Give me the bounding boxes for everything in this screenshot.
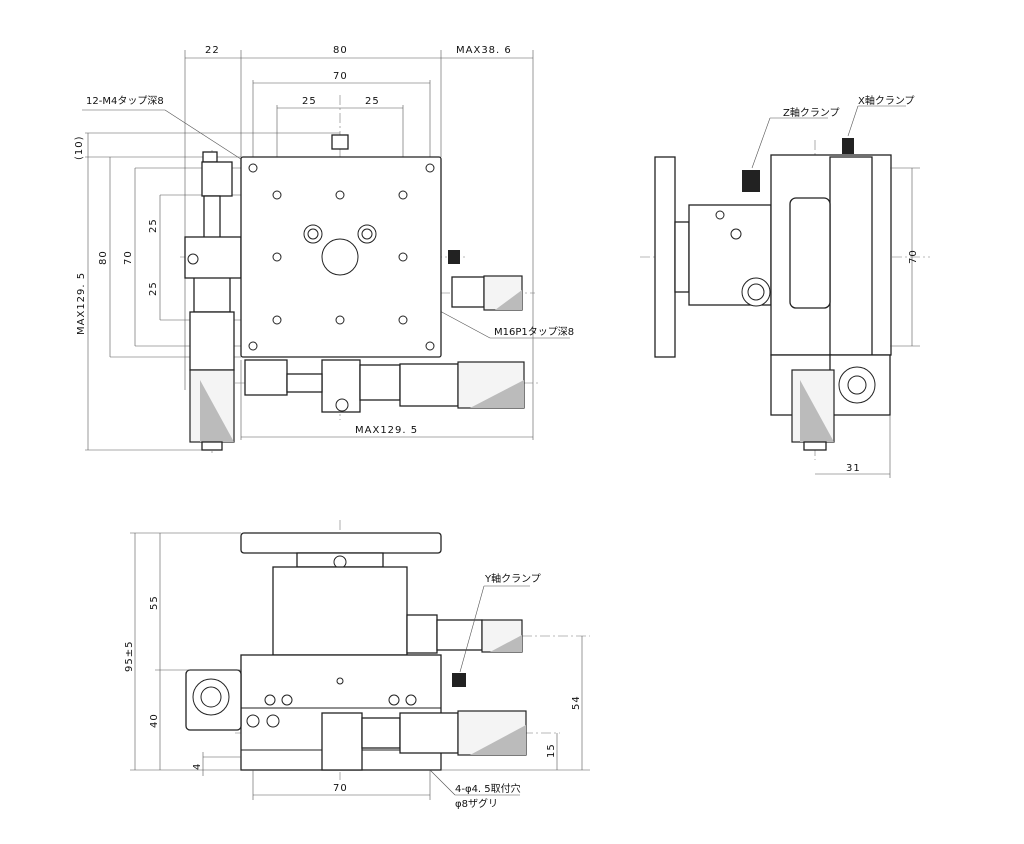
note-x-clamp: X軸クランプ (858, 94, 915, 107)
dim-70-side: 70 (908, 249, 919, 264)
dim-max129-5-v: MAX129. 5 (76, 272, 87, 335)
x-carriage-block (244, 359, 288, 396)
dim-4: 4 (192, 763, 203, 770)
note-center-tap: M16P1タップ深8 (494, 326, 574, 338)
x-axis-bottom-micrometer[interactable] (286, 361, 525, 409)
dim-54: 54 (571, 695, 582, 710)
dim-55: 55 (149, 595, 160, 610)
dim-10: (10) (74, 135, 85, 160)
dim-25-b: 25 (365, 96, 380, 107)
front-top-plate (240, 532, 442, 554)
dim-80-top: 80 (333, 45, 348, 56)
note-mount-holes: 4-φ4. 5取付穴 (455, 782, 521, 795)
center-tap-hole (321, 238, 359, 276)
front-x-micrometer[interactable] (361, 710, 527, 756)
z-clamp-knob[interactable] (331, 134, 349, 150)
note-tap-holes: 12-M4タップ深8 (86, 95, 164, 107)
note-counterbore: φ8ザグリ (455, 797, 498, 810)
dim-22: 22 (205, 45, 220, 56)
y-axis-micrometer[interactable] (189, 151, 235, 451)
x-axis-micrometer[interactable] (448, 250, 523, 311)
dim-40: 40 (149, 713, 160, 728)
side-top-plate (654, 156, 676, 358)
front-y-micrometer[interactable] (406, 614, 523, 654)
dim-25-a: 25 (302, 96, 317, 107)
note-z-clamp: Z軸クランプ (783, 106, 840, 119)
lock-screw-icon (187, 253, 199, 265)
dim-95: 95±5 (124, 641, 135, 672)
top-view: 22 80 MAX38. 6 70 25 25 12-M4タップ深8 M16P1… (74, 45, 574, 455)
dim-25-d: 25 (148, 281, 159, 296)
x-clamp-knob-side[interactable] (842, 138, 854, 154)
dim-25-c: 25 (148, 218, 159, 233)
dim-15: 15 (546, 743, 557, 758)
dim-70-front: 70 (333, 783, 348, 794)
dim-31: 31 (846, 463, 861, 474)
y-clamp-knob[interactable] (452, 673, 466, 687)
note-y-clamp: Y軸クランプ (484, 572, 541, 585)
side-view: Z軸クランプ X軸クランプ 70 31 (640, 94, 930, 478)
z-clamp-knob-side[interactable] (742, 170, 760, 192)
dim-max38-6: MAX38. 6 (456, 45, 512, 56)
front-view: Y軸クランプ 4-φ4. 5取付穴 φ8ザグリ 95±5 55 40 4 70 … (124, 520, 590, 810)
dim-max129-5-h: MAX129. 5 (355, 425, 418, 436)
tap-holes (248, 163, 435, 351)
front-view-dimension-lines (130, 532, 590, 800)
dim-70-left: 70 (123, 250, 134, 265)
dim-70-top: 70 (333, 71, 348, 82)
dim-80-left: 80 (98, 250, 109, 265)
